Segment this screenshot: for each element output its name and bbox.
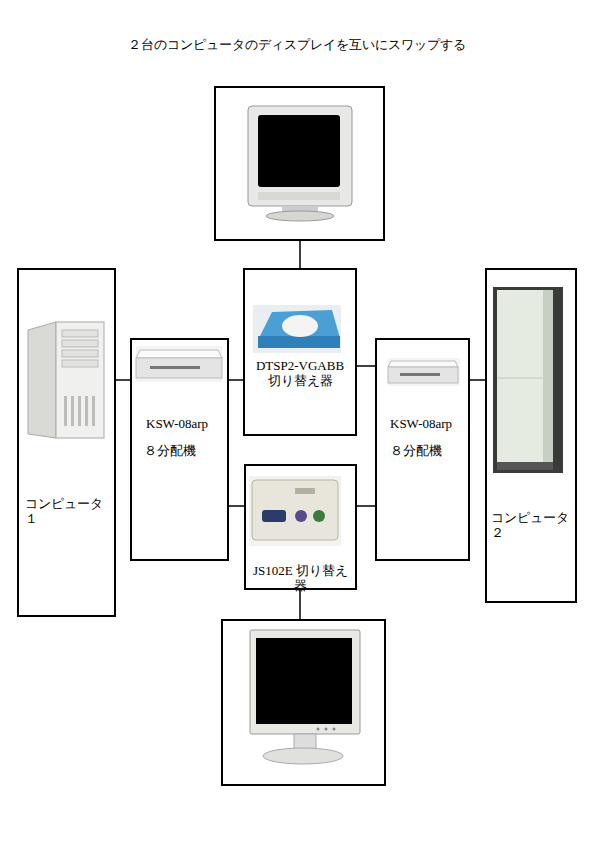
tower-seam (497, 378, 543, 379)
node-box: KSW-08arp ８分配機 (375, 338, 470, 561)
device-body (252, 480, 338, 540)
vga-port (262, 510, 286, 522)
crt-body (248, 106, 352, 206)
node-label: ８分配機 (144, 443, 224, 458)
cable-connector (229, 505, 244, 507)
cable-connector (116, 379, 130, 381)
device-front (388, 367, 458, 383)
vent-slot (64, 396, 67, 426)
drive-bay (62, 340, 98, 347)
tower-side (28, 322, 56, 438)
node-box: JS102E 切り替え器 (244, 464, 357, 590)
lcd-button (325, 728, 328, 731)
photo-background (249, 476, 341, 546)
monitor-frame (222, 620, 385, 785)
drive-bay (62, 350, 98, 357)
node-box: コンピュータ １ (17, 268, 116, 617)
device-leds (150, 366, 200, 369)
crt-bezel (258, 192, 340, 200)
vent-slot (78, 396, 81, 426)
cable-connector (229, 379, 243, 381)
lcd-button (317, 728, 320, 731)
tower-base (497, 462, 553, 470)
device-top (388, 361, 458, 367)
cable-connector (470, 379, 485, 381)
vent-slot (71, 396, 74, 426)
vent-slot (85, 396, 88, 426)
device-front (136, 358, 222, 378)
node-box: KSW-08arp ８分配機 (130, 338, 229, 561)
device-top (136, 350, 222, 358)
device-button (295, 488, 315, 494)
node-label: KSW-08arp (390, 416, 468, 431)
cable-connector (357, 365, 375, 367)
node-box: コンピュータ ２ (485, 268, 577, 603)
node-label: JS102E 切り替え器 (250, 563, 351, 593)
tower-front (56, 322, 104, 438)
video-wire (299, 240, 301, 268)
photo-background (493, 287, 563, 473)
ps2-port (313, 510, 325, 522)
lcd-base (263, 748, 343, 764)
node-label: ８分配機 (390, 443, 468, 458)
lcd-button (333, 728, 336, 731)
drive-bay (62, 330, 98, 337)
ps2-port (295, 510, 307, 522)
crt-screen (258, 115, 340, 187)
lcd-frame (250, 630, 360, 734)
video-wire (299, 590, 301, 620)
lcd-screen (256, 638, 352, 724)
tower-front (497, 290, 543, 470)
photo-background (136, 346, 222, 382)
diagram-title: ２台のコンピュータのディスプレイを互いにスワップする (0, 37, 593, 53)
cable-connector (357, 505, 375, 507)
device-leds (400, 373, 440, 376)
drive-bay (62, 360, 98, 367)
photo-background (253, 305, 341, 353)
device-top (258, 310, 340, 340)
node-label: KSW-08arp (146, 416, 226, 431)
device-disc (282, 315, 318, 337)
device-front (258, 336, 340, 348)
monitor-frame (215, 87, 384, 240)
crt-base (266, 211, 334, 221)
vent-slot (92, 396, 95, 426)
node-box: DTSP2-VGABB 切り替え器 (243, 268, 357, 436)
node-label: コンピュータ １ (25, 496, 109, 526)
photo-background (388, 358, 460, 386)
tower-side (543, 290, 553, 470)
node-label: DTSP2-VGABB 切り替え器 (249, 358, 351, 388)
node-label: コンピュータ ２ (491, 510, 573, 540)
